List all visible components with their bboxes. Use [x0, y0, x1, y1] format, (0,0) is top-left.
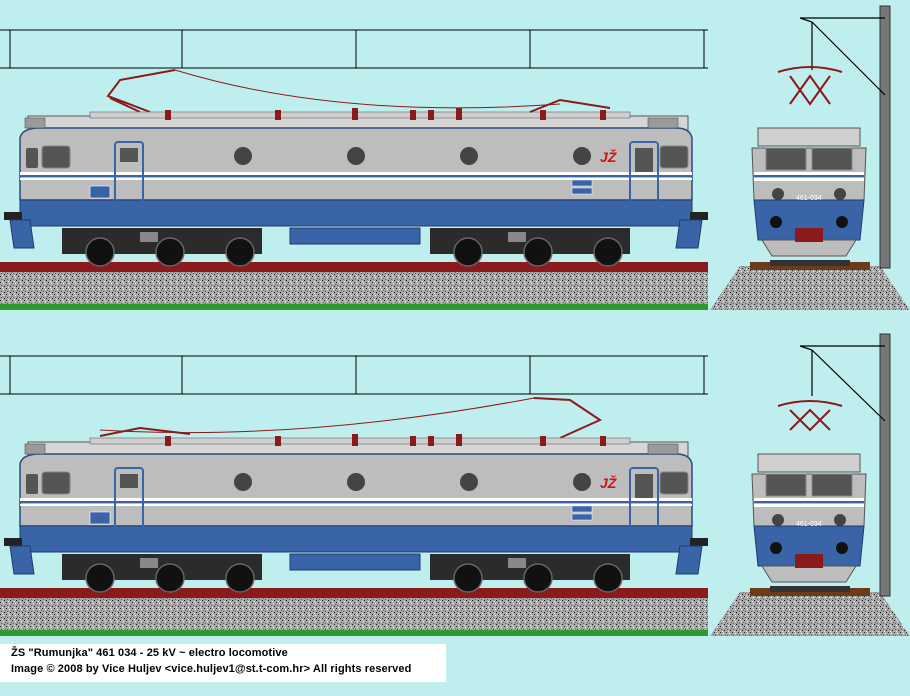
front-pantograph-bottom [777, 400, 843, 432]
logo-bottom: JŽ [600, 474, 617, 491]
side-view-top: JŽ [0, 29, 709, 310]
front-track-top [710, 262, 910, 310]
pantograph-right-folded [529, 98, 611, 113]
caption-title: ŽS "Rumunjka" 461 034 - 25 kV ~ electro … [11, 647, 288, 659]
catenary-arm-bottom [799, 345, 886, 422]
catenary-bottom [0, 355, 709, 395]
track-bottom [0, 588, 708, 636]
front-view-bottom: 461-034 [710, 333, 910, 636]
pantograph-right-raised [99, 397, 603, 439]
front-number-bottom: 461-034 [796, 521, 822, 528]
locomotive-side-top [3, 107, 709, 267]
caption-copyright: Image © 2008 by Vice Huljev <vice.huljev… [11, 663, 412, 675]
catenary-top [0, 29, 709, 69]
front-pantograph-top [777, 66, 843, 106]
front-view-top: 461-034 [710, 5, 910, 310]
catenary-arm-top [799, 17, 886, 96]
caption-box: ŽS "Rumunjka" 461 034 - 25 kV ~ electro … [0, 644, 446, 682]
side-view-bottom: JŽ [0, 355, 709, 636]
pantograph-left-folded [99, 426, 191, 437]
front-number-top: 461-034 [796, 195, 822, 202]
logo-top: JŽ [600, 148, 617, 165]
mast-top [879, 5, 891, 269]
mast-bottom [879, 333, 891, 597]
track-top [0, 262, 708, 310]
locomotive-side-bottom [3, 433, 709, 593]
pantograph-left-raised [106, 69, 561, 113]
